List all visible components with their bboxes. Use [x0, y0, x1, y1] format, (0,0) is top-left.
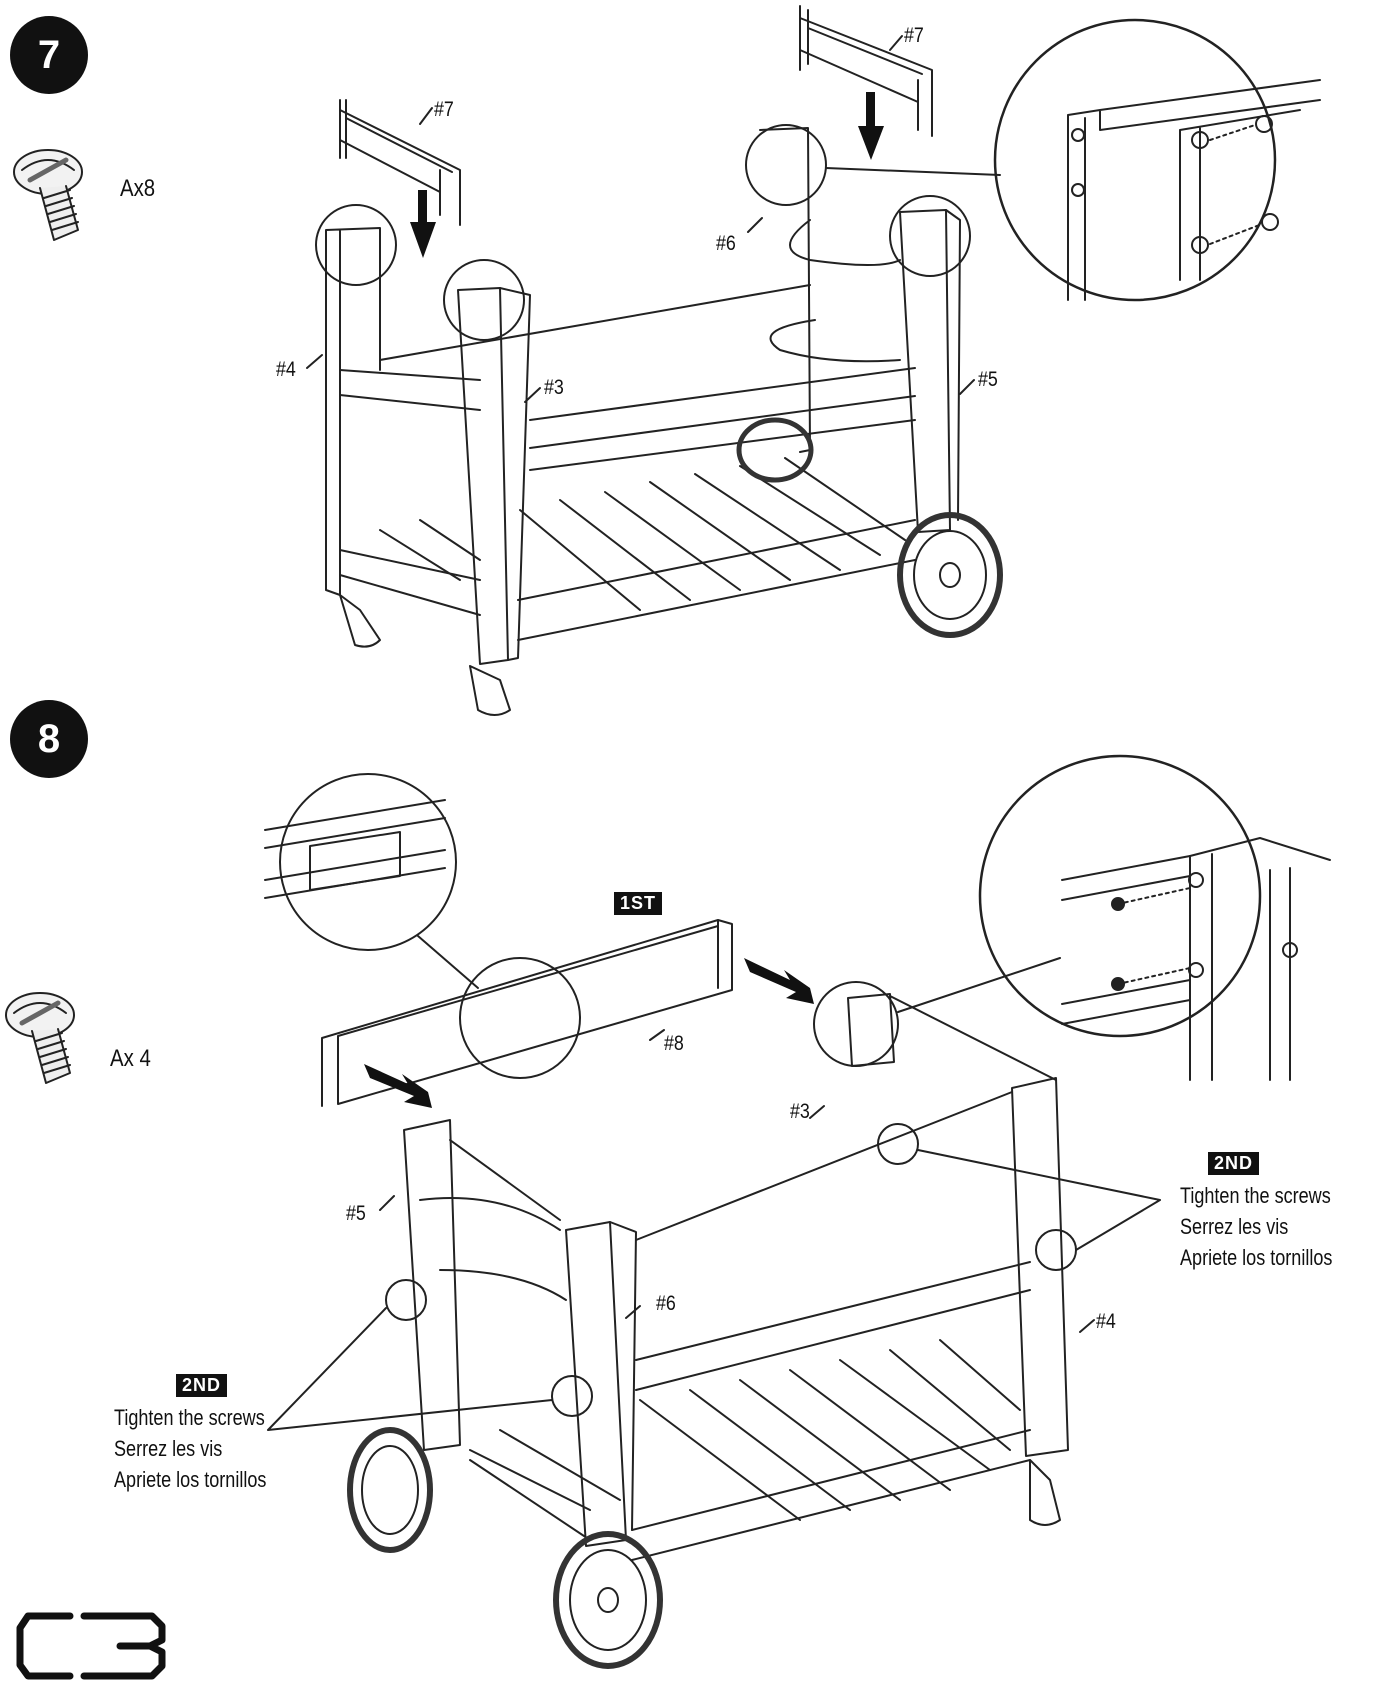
step-7-cart	[306, 5, 1321, 716]
part-label-6-step8: #6	[656, 1292, 676, 1315]
part-label-7-right: #7	[904, 24, 924, 47]
screw-icon	[5, 992, 75, 1084]
step-8-badge: 8	[10, 700, 88, 778]
part-label-3: #3	[544, 376, 564, 399]
instruction-en: Tighten the screws	[114, 1405, 265, 1430]
instruction-fr: Serrez les vis	[1180, 1214, 1289, 1239]
step-8-cart	[264, 754, 1331, 1669]
first-step-tag: 1ST	[614, 892, 663, 915]
step-7-quantity: Ax8	[120, 175, 156, 202]
wheel-icon	[736, 417, 1003, 638]
tighten-instructions-right: Tighten the screws Serrez les vis Apriet…	[1180, 1180, 1332, 1273]
cb-logo-icon	[16, 1612, 166, 1680]
second-step-tag-right: 2ND	[1208, 1152, 1260, 1175]
part-label-4-step8: #4	[1096, 1310, 1116, 1333]
arrow-right-icon	[364, 958, 814, 1108]
part-label-7-left: #7	[434, 98, 454, 121]
part-label-4: #4	[276, 358, 296, 381]
instruction-es: Apriete los tornillos	[114, 1467, 267, 1492]
screw-icon	[13, 149, 83, 241]
part-label-3-step8: #3	[790, 1100, 810, 1123]
second-step-tag-left: 2ND	[176, 1374, 228, 1397]
step-7-badge: 7	[10, 16, 88, 94]
part-label-5: #5	[978, 368, 998, 391]
wheel-icon	[347, 1427, 663, 1669]
instruction-es: Apriete los tornillos	[1180, 1245, 1333, 1270]
arrow-down-icon	[410, 92, 884, 258]
step-8-quantity: Ax 4	[110, 1045, 151, 1072]
instruction-fr: Serrez les vis	[114, 1436, 223, 1461]
part-label-6: #6	[716, 232, 736, 255]
instruction-en: Tighten the screws	[1180, 1183, 1331, 1208]
part-label-8: #8	[664, 1032, 684, 1055]
tighten-instructions-left: Tighten the screws Serrez les vis Apriet…	[114, 1402, 266, 1495]
part-label-5-step8: #5	[346, 1202, 366, 1225]
